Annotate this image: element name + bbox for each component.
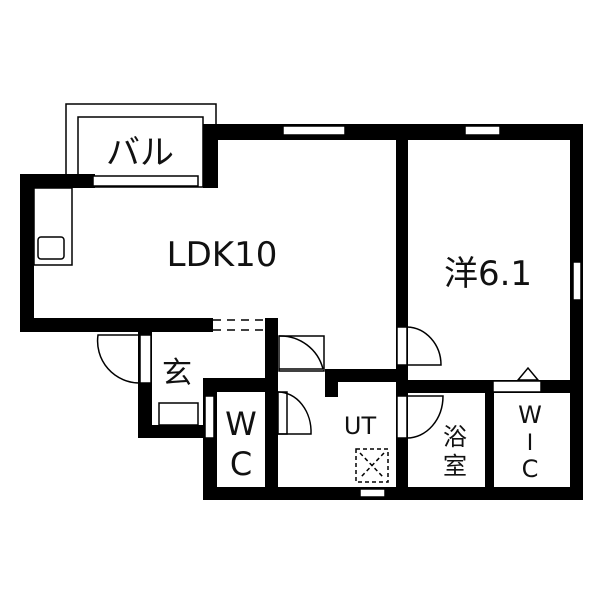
ldk-label: LDK10: [167, 235, 278, 275]
bath-label-2: 室: [443, 452, 467, 480]
western-room-label: 洋6.1: [444, 254, 532, 294]
dashed-opening: [213, 319, 265, 331]
wc-label-w: W: [225, 405, 257, 443]
entrance-label: 玄: [162, 356, 192, 391]
kitchen-counter: [33, 187, 73, 266]
washer-pan-icon: [355, 448, 389, 483]
balcony-label: バル: [106, 133, 174, 173]
bath-label-1: 浴: [443, 423, 467, 451]
shoe-cabinet: [158, 402, 199, 426]
utility-label: UT: [344, 412, 377, 440]
wic-label-w: W: [518, 401, 542, 429]
wic-label-c: C: [522, 455, 539, 483]
doors: [96, 326, 542, 439]
wc-label-c: C: [230, 445, 252, 483]
windows: [92, 125, 582, 498]
wic-label-i: I: [527, 431, 534, 456]
